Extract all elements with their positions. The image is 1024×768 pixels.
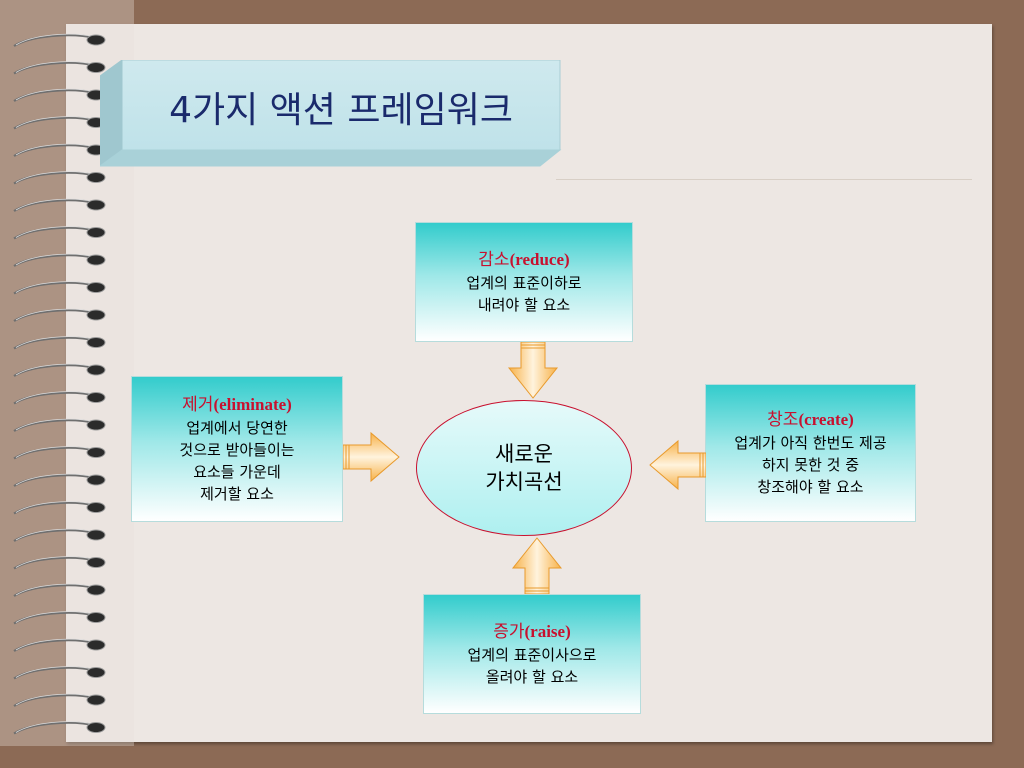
reduce-line-2: 내려야 할 요소 [477,296,571,314]
reduce-heading-en: (reduce) [509,250,570,269]
binder-hole [86,282,106,293]
reduce-heading: 감소(reduce) [478,248,569,272]
page-title: 4가지 액션 프레임워크 [169,90,513,131]
binder-hole [86,639,106,651]
binder-hole [86,419,106,431]
binder-hole [86,447,106,458]
eliminate-line-2: 것으로 받아들이는 [179,441,295,459]
binder-hole [86,667,106,678]
binder-hole [86,612,106,623]
binder-ring-highlight [15,501,96,513]
binder-ring-highlight [15,418,96,431]
binder-ring-highlight [15,88,96,101]
value-curve-ellipse: 새로운 가치곡선 [416,400,632,536]
binder-hole [86,557,106,568]
binder-ring-highlight [15,281,96,293]
center-line-2: 가치곡선 [485,470,563,494]
raise-heading-en: (raise) [524,622,571,641]
eliminate-line-3: 요소들 가운데 [193,463,281,481]
eliminate-line-1: 업계에서 당연한 [186,419,288,437]
binder-hole [86,309,106,321]
binder-hole [86,392,106,403]
binder-ring-highlight [15,143,96,156]
binder-ring-highlight [15,693,96,706]
binder-ring-highlight [15,226,96,238]
binder-hole [86,199,106,211]
binder-hole [86,474,106,486]
binder-ring-highlight [15,61,96,73]
binder-hole [86,172,106,183]
binder-hole [86,337,106,348]
reduce-line-1: 업계의 표준이하로 [466,274,582,292]
create-line-2: 하지 못한 것 중 [761,456,860,474]
binder-hole [86,584,106,596]
binder-ring-highlight [15,583,96,596]
binder-hole [86,254,106,266]
title-box: 4가지 액션 프레임워크 [100,60,562,168]
binder-hole [86,227,106,238]
binder-hole [86,502,106,513]
create-heading-en: (create) [798,410,854,429]
binder-ring-highlight [15,308,96,321]
binder-ring-highlight [15,446,96,458]
binder-ring-highlight [15,391,96,403]
arrow-up-icon [511,537,563,594]
spiral-binding-icon [13,33,106,735]
arrow-right-icon [343,431,400,483]
binder-ring-highlight [15,33,96,46]
create-line-1: 업계가 아직 한번도 제공 [734,434,887,452]
eliminate-heading: 제거(eliminate) [182,393,292,417]
binder-ring-highlight [15,336,96,348]
raise-heading-ko: 증가 [493,622,525,642]
binder-hole [86,722,106,733]
binder-hole [86,529,106,541]
title-box-shape [100,60,562,167]
reduce-heading-ko: 감소 [478,250,510,270]
binder-ring-highlight [15,473,96,486]
binder-ring-highlight [15,638,96,651]
arrow-left-icon [649,439,706,491]
raise-line-2: 올려야 할 요소 [485,668,579,686]
binder-hole [86,694,106,706]
center-line-1: 새로운 [495,442,553,466]
binder-ring-highlight [15,253,96,266]
create-box: 창조(create) 업계가 아직 한번도 제공 하지 못한 것 중 창조해야 … [705,384,916,522]
binder-hole [86,62,106,73]
binder-ring-highlight [15,721,96,733]
binder-hole [86,364,106,376]
create-heading-ko: 창조 [767,410,799,430]
eliminate-box: 제거(eliminate) 업계에서 당연한 것으로 받아들이는 요소들 가운데… [131,376,343,522]
eliminate-line-4: 제거할 요소 [200,485,274,503]
binder-ring-highlight [15,666,96,678]
raise-box: 증가(raise) 업계의 표준이사으로 올려야 할 요소 [423,594,641,714]
binder-ring-highlight [15,528,96,541]
binder-ring-highlight [15,611,96,623]
eliminate-heading-ko: 제거 [182,395,214,415]
arrow-down-icon [507,342,559,399]
reduce-box: 감소(reduce) 업계의 표준이하로 내려야 할 요소 [415,222,633,342]
binder-ring-highlight [15,556,96,568]
raise-line-1: 업계의 표준이사으로 [467,646,597,664]
binder-ring-highlight [15,116,96,128]
binder-hole [86,34,106,46]
eliminate-heading-en: (eliminate) [213,395,292,414]
raise-heading: 증가(raise) [493,620,571,644]
binder-ring-highlight [15,171,96,183]
create-heading: 창조(create) [767,408,854,432]
create-line-3: 창조해야 할 요소 [757,478,864,496]
title-rule-line [556,179,972,180]
binder-ring-highlight [15,363,96,376]
binder-ring-highlight [15,198,96,211]
